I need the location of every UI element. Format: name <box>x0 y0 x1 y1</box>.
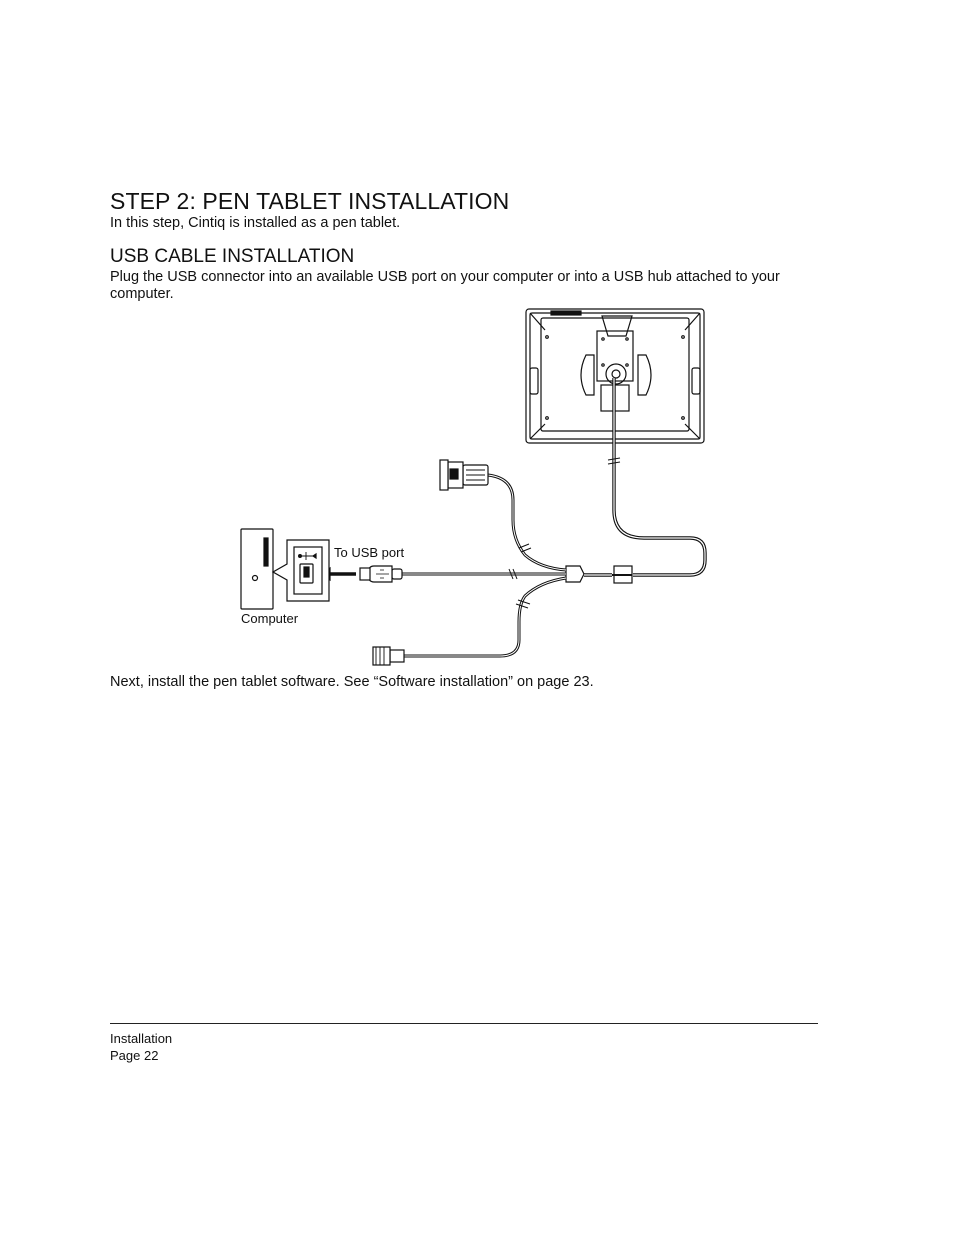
usb-port-label: To USB port <box>334 545 405 560</box>
footer-divider <box>110 1023 818 1024</box>
page-heading: STEP 2: PEN TABLET INSTALLATION <box>110 188 510 214</box>
usb-connector <box>359 565 403 583</box>
power-connector <box>372 646 405 666</box>
usb-instructions-paragraph: Plug the USB connector into an available… <box>110 269 780 302</box>
cable-splitter <box>565 565 585 583</box>
computer-tower <box>240 528 274 610</box>
usb-port-callout <box>271 539 330 602</box>
intro-paragraph: In this step, Cintiq is installed as a p… <box>110 215 401 231</box>
dvi-connector <box>439 459 489 491</box>
section-heading: USB CABLE INSTALLATION <box>110 246 355 267</box>
footer-section: Installation <box>110 1031 173 1046</box>
power-cable <box>404 576 567 658</box>
computer-label: Computer <box>241 611 299 626</box>
dvi-cable <box>487 473 567 572</box>
next-step-paragraph: Next, install the pen tablet software. S… <box>110 674 594 690</box>
cintiq-display-back <box>525 308 705 444</box>
footer-page-number: Page 22 <box>110 1048 159 1063</box>
